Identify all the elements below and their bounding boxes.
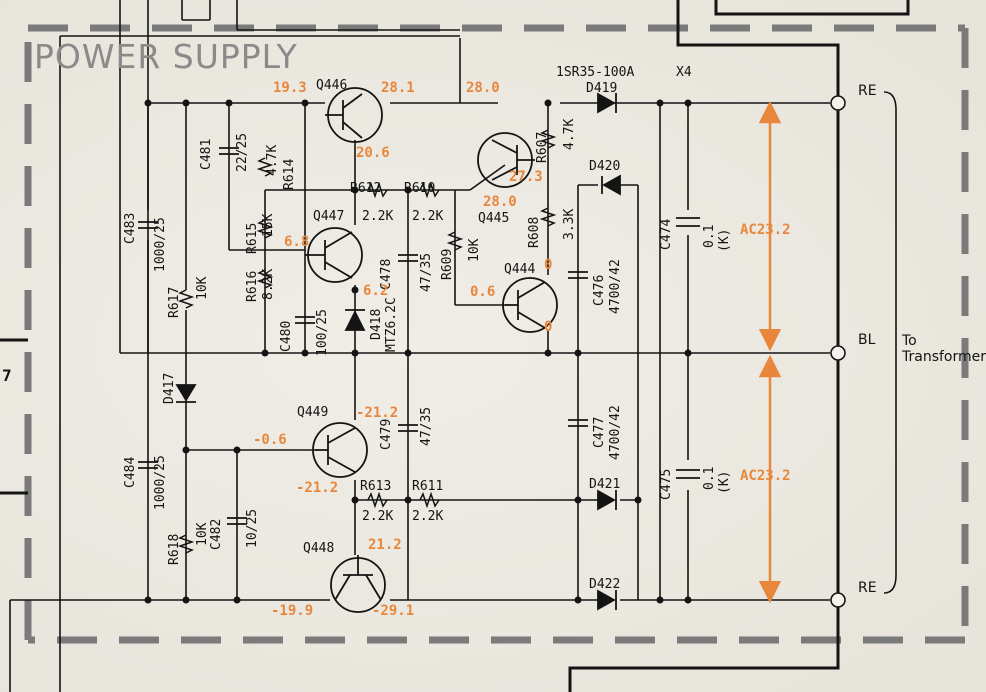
- transistor-label: Q447: [313, 209, 345, 224]
- transistor-label: Q446: [316, 78, 348, 93]
- diode-label: D420: [589, 159, 621, 174]
- section-title: POWER SUPPLY: [34, 37, 298, 76]
- capacitor-tolerance: (K): [717, 228, 732, 252]
- capacitor-value: 10/25: [245, 508, 260, 548]
- test-voltage: 27.3: [509, 169, 543, 185]
- capacitor-ref: C479: [379, 418, 394, 450]
- stray-mark: 7: [2, 366, 12, 385]
- test-voltage: -19.9: [271, 603, 314, 619]
- test-voltage: 19.3: [273, 80, 307, 96]
- capacitor-ref: C483: [123, 212, 138, 244]
- capacitor-value: 1000/25: [153, 217, 168, 272]
- capacitor-ref: C484: [123, 456, 138, 488]
- test-voltage: 0.6: [470, 284, 496, 300]
- resistor-ref: R607: [535, 131, 550, 163]
- capacitor-value: 4700/42: [608, 405, 623, 460]
- capacitor-value: 47/35: [419, 406, 434, 446]
- capacitor-ref: C482: [209, 518, 224, 550]
- resistor-value: 3.3K: [562, 208, 577, 240]
- resistor-ref: R608: [527, 216, 542, 248]
- transistor-label: Q444: [504, 262, 536, 277]
- test-voltage: 28.1: [381, 80, 415, 96]
- capacitor-ref: C474: [659, 218, 674, 250]
- capacitor-ref: C480: [279, 320, 294, 352]
- test-voltage: 20.6: [356, 145, 390, 161]
- test-voltage: -0.6: [253, 432, 287, 448]
- terminal-label-bottom: RE: [858, 580, 877, 596]
- resistor-value: 8.2K: [261, 268, 276, 300]
- terminal-label-mid: BL: [858, 332, 876, 348]
- diode-part-number: 1SR35-100A: [556, 65, 635, 80]
- transistor-label: Q448: [303, 541, 335, 556]
- resistor-value: 10K: [195, 522, 210, 546]
- test-voltage: 28.0: [483, 194, 517, 210]
- capacitor-ref: C481: [199, 138, 214, 170]
- resistor-ref: R615: [245, 222, 260, 254]
- resistor-ref: R613: [360, 479, 392, 494]
- capacitor-tolerance: (K): [717, 470, 732, 494]
- capacitor-value: 100/25: [315, 309, 330, 356]
- resistor-ref: R617: [167, 286, 182, 318]
- capacitor-value: 0.1: [702, 466, 717, 490]
- resistor-value: 2.2K: [412, 509, 444, 524]
- test-voltage: -21.2: [296, 480, 339, 496]
- resistor-symbols: [177, 129, 557, 554]
- capacitor-value: 22/25: [235, 132, 250, 172]
- test-voltage: 28.0: [466, 80, 500, 96]
- capacitor-ref: C475: [659, 468, 674, 500]
- diode-label: D421: [589, 477, 621, 492]
- capacitor-value: 4700/42: [608, 259, 623, 314]
- wiring: [9, 0, 830, 692]
- resistor-value: 10K: [467, 238, 482, 262]
- resistor-value: 2.2K: [412, 209, 444, 224]
- transistor-label: Q449: [297, 405, 329, 420]
- capacitor-value: 0.1: [702, 224, 717, 248]
- diode-label: D418: [369, 308, 384, 340]
- test-voltage: 0: [544, 319, 553, 335]
- diode-quantity: X4: [676, 65, 692, 80]
- test-voltage: 6.2: [363, 283, 389, 299]
- resistor-ref: R616: [245, 270, 260, 302]
- resistor-value: 15K: [261, 213, 276, 237]
- test-voltage: -29.1: [372, 603, 415, 619]
- terminal-circles: [830, 95, 846, 608]
- test-voltage: 6.8: [284, 234, 310, 250]
- resistor-value: 4.7K: [562, 118, 577, 150]
- transformer-brace: [883, 91, 897, 594]
- ac-voltage-upper: AC23.2: [740, 222, 791, 238]
- terminal-label-top: RE: [858, 83, 877, 99]
- resistor-ref: R612: [350, 181, 382, 196]
- resistor-value: 4.7K: [265, 144, 280, 176]
- capacitor-value: 47/35: [419, 252, 434, 292]
- diode-label: D422: [589, 577, 621, 592]
- diode-symbols: [175, 92, 621, 611]
- resistor-value: 2.2K: [362, 509, 394, 524]
- junction-dots: [144, 99, 692, 604]
- diode-label: D417: [162, 372, 177, 404]
- resistor-value: 10K: [195, 276, 210, 300]
- capacitor-ref: C477: [592, 416, 607, 448]
- capacitor-symbols: [138, 147, 700, 525]
- frame-lines: [0, 0, 910, 692]
- transistor-symbols: [305, 87, 558, 613]
- capacitor-value: 1000/25: [153, 455, 168, 510]
- test-voltage: 21.2: [368, 537, 402, 553]
- test-voltage: -21.2: [356, 405, 399, 421]
- resistor-ref: R610: [404, 181, 436, 196]
- zener-part-label: MTZ6.2C: [384, 297, 399, 352]
- resistor-ref: R618: [167, 533, 182, 565]
- diode-label: D419: [586, 81, 618, 96]
- resistor-value: 2.2K: [362, 209, 394, 224]
- resistor-ref: R614: [282, 158, 297, 190]
- ac-voltage-lower: AC23.2: [740, 468, 791, 484]
- transistor-label: Q445: [478, 211, 510, 226]
- test-voltage: 0: [544, 257, 553, 273]
- capacitor-ref: C476: [592, 274, 607, 306]
- resistor-ref: R611: [412, 479, 444, 494]
- resistor-ref: R609: [440, 248, 455, 280]
- section-border: [24, 24, 969, 644]
- to-transformer-label: To Transformer: [902, 333, 986, 366]
